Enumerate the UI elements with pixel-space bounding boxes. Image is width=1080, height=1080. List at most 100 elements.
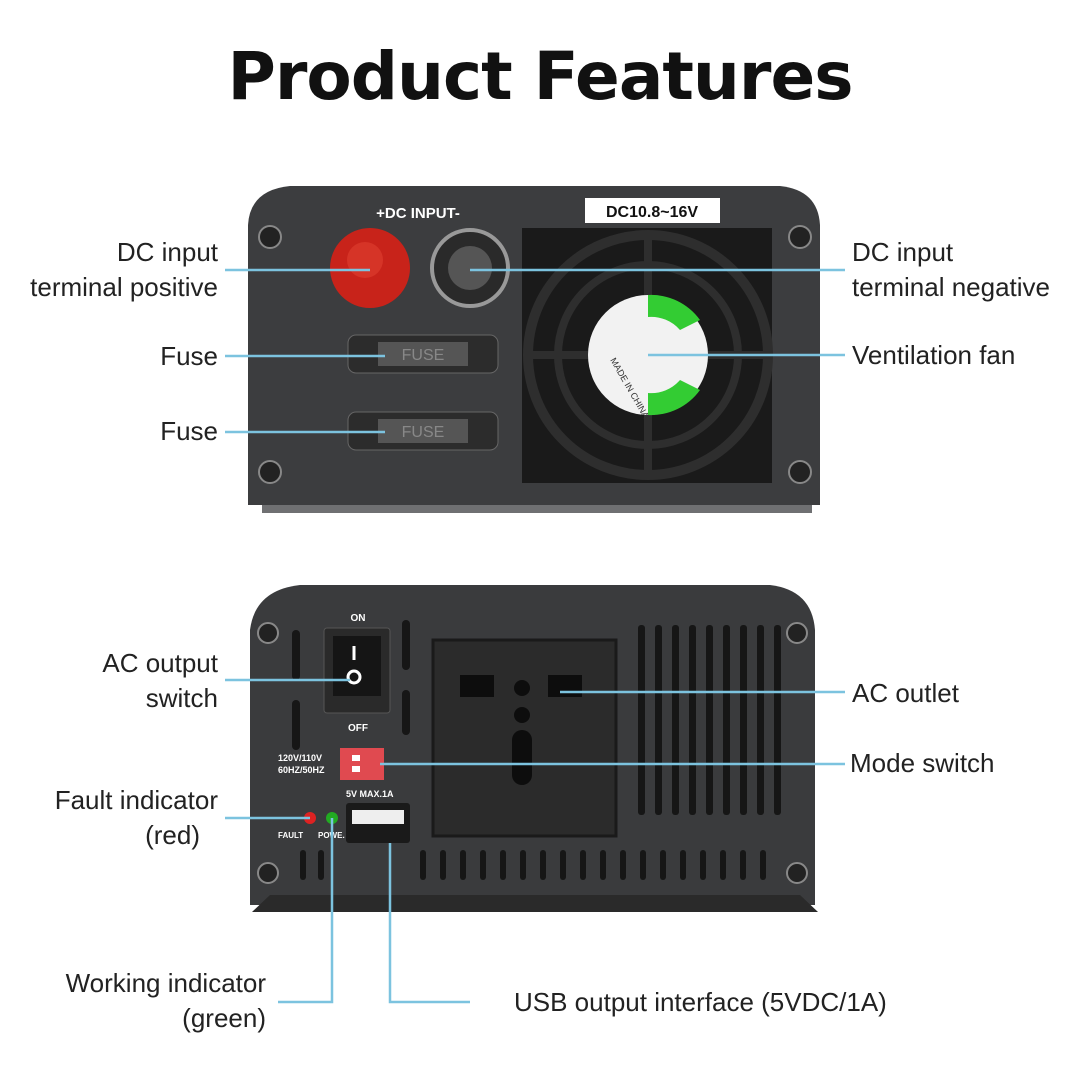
shape xyxy=(672,625,679,815)
shape xyxy=(388,843,470,1004)
shape xyxy=(585,198,720,223)
shape xyxy=(648,380,700,416)
front-panel: +DC INPUT- DC10.8~16V FUSE FUSE MADE IN … xyxy=(248,186,820,513)
label-fault-indicator: Fault indicator (red) xyxy=(0,783,218,853)
shape xyxy=(292,700,300,750)
shape xyxy=(402,690,410,735)
shape xyxy=(723,625,730,815)
shape xyxy=(378,342,468,366)
label-ac-switch: AC output switch xyxy=(0,646,218,716)
shape xyxy=(788,225,812,249)
label-line: AC output xyxy=(102,648,218,678)
shape xyxy=(352,755,360,761)
shape xyxy=(655,625,662,815)
shape xyxy=(786,862,808,884)
rear-panel: ON OFF 120V/110V 60HZ/50HZ 5V MAX.1A FAU… xyxy=(250,585,818,912)
shape xyxy=(352,766,360,772)
shape xyxy=(378,419,468,443)
shape xyxy=(300,850,306,880)
shape xyxy=(757,625,764,815)
shape xyxy=(512,730,532,785)
fuse-2: FUSE xyxy=(347,411,499,451)
shape xyxy=(740,625,747,815)
shape xyxy=(706,625,713,815)
shape xyxy=(500,850,506,880)
label-fuse-1: Fuse xyxy=(160,341,218,371)
label-dc-negative: DC input terminal negative xyxy=(852,235,1050,305)
panel-label: FUSE xyxy=(402,424,445,441)
shape xyxy=(333,636,381,696)
label-line: Working indicator xyxy=(65,968,266,998)
shape xyxy=(788,460,812,484)
shape xyxy=(680,850,686,880)
label-fuse-2: Fuse xyxy=(160,416,218,446)
shape xyxy=(258,460,282,484)
shape xyxy=(720,850,726,880)
ac-outlet xyxy=(431,638,618,838)
shape xyxy=(514,680,530,696)
shape xyxy=(278,818,334,1004)
dc-input-label: +DC INPUT- xyxy=(376,205,460,222)
shape xyxy=(292,630,300,680)
vent-slots xyxy=(638,625,781,815)
shape xyxy=(648,294,700,330)
label-line: switch xyxy=(145,683,218,713)
shape xyxy=(620,850,626,880)
label-line: DC input xyxy=(852,237,954,267)
shape xyxy=(420,850,426,880)
panel-label: ON xyxy=(351,613,366,624)
shape xyxy=(258,225,282,249)
shape xyxy=(440,850,446,880)
callout-lines xyxy=(225,268,845,1004)
label-line: (red) xyxy=(145,820,200,850)
panel-label: OFF xyxy=(348,723,368,734)
label-usb-output: USB output interface (5VDC/1A) xyxy=(514,987,887,1017)
shape xyxy=(689,625,696,815)
shape xyxy=(580,850,586,880)
label-ac-outlet: AC outlet xyxy=(852,678,959,708)
voltage-label: DC10.8~16V xyxy=(606,204,698,221)
shape xyxy=(514,707,530,723)
panel-label: 120V/110V xyxy=(278,753,322,763)
panel-label: FAULT xyxy=(278,831,303,840)
shape xyxy=(548,675,582,697)
mode-switch xyxy=(340,748,384,780)
shape xyxy=(520,850,526,880)
shape xyxy=(640,850,646,880)
shape xyxy=(660,850,666,880)
fuse-1: FUSE xyxy=(347,334,499,374)
screws-bottom xyxy=(257,622,808,884)
shape xyxy=(318,850,324,880)
label-line: terminal negative xyxy=(852,272,1050,302)
shape xyxy=(760,850,766,880)
shape xyxy=(402,620,410,670)
shape xyxy=(480,850,486,880)
shape xyxy=(638,625,645,815)
shape xyxy=(700,850,706,880)
panel-label: FUSE xyxy=(402,347,445,364)
label-working-indicator: Working indicator (green) xyxy=(0,966,266,1036)
label-line: (green) xyxy=(182,1003,266,1033)
shape xyxy=(786,622,808,644)
shape xyxy=(257,622,279,644)
bottom-vents xyxy=(300,850,766,880)
shape xyxy=(460,675,494,697)
shape xyxy=(252,895,818,912)
shape xyxy=(352,810,404,824)
shape xyxy=(347,242,383,278)
panel-label: 60HZ/50HZ xyxy=(278,765,325,775)
panel-label: 5V MAX.1A xyxy=(346,789,394,799)
shape xyxy=(774,625,781,815)
shape xyxy=(540,850,546,880)
shape xyxy=(600,850,606,880)
shape xyxy=(740,850,746,880)
label-mode-switch: Mode switch xyxy=(850,748,995,778)
shape xyxy=(560,850,566,880)
label-line: Fault indicator xyxy=(54,785,218,815)
label-line: DC input xyxy=(116,237,218,267)
shape xyxy=(448,246,492,290)
label-ventilation-fan: Ventilation fan xyxy=(852,340,1016,370)
shape xyxy=(346,669,362,685)
